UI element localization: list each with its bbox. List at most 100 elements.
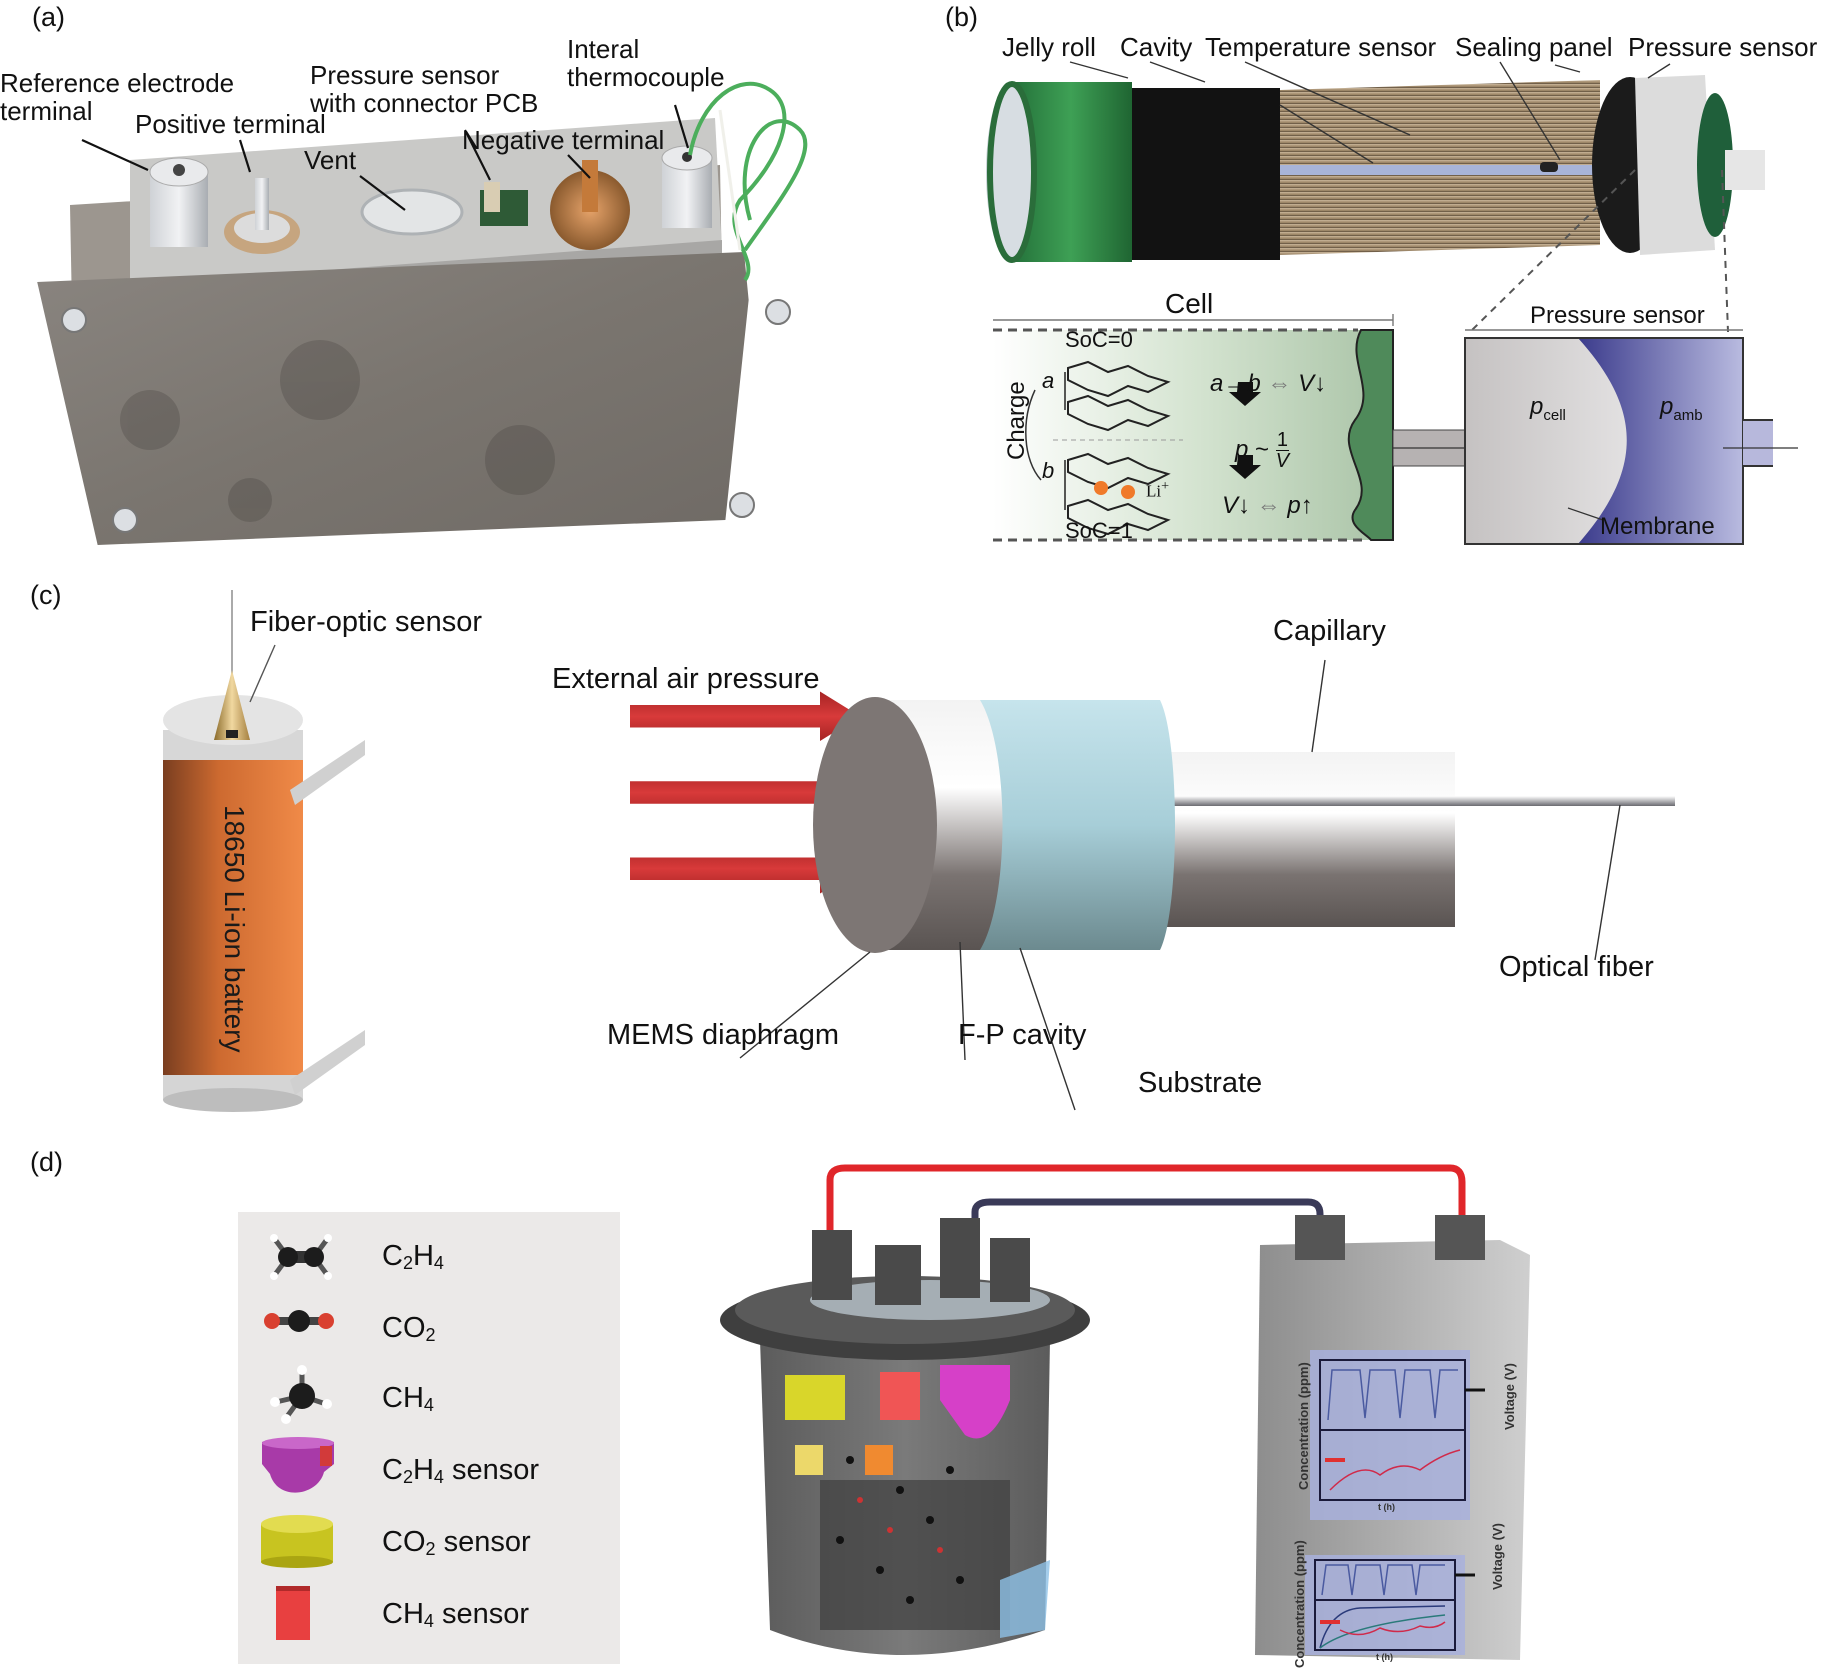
panel-c-label: (c) [30,580,62,610]
p-cell-label: pcell [1530,393,1566,424]
fiber-optic-cone [214,670,250,740]
gas-sensing-battery-render [720,1164,1530,1660]
legend-item: C2H4 [238,1220,620,1292]
callout-temperature-sensor: Temperature sensor [1205,32,1437,62]
red-wire [826,1164,1466,1240]
c2h4-sensor-in-can [940,1365,1010,1439]
capillary [1165,752,1455,927]
panel-b-cell-render [986,61,1765,333]
legend-item: CH4 sensor [238,1578,620,1650]
callout-sealing-panel: Sealing panel [1455,32,1613,62]
callout-vent: Vent [304,145,357,175]
chart-bottom-xlabel: t (h) [1376,1652,1393,1662]
legend-item: CO2 sensor [238,1506,620,1578]
mems-diaphragm-label: MEMS diaphragm [607,1019,840,1051]
panel-d-label: (d) [30,1147,63,1177]
ch4-sensor-icon [276,1586,310,1640]
p-amb-label: pamb [1660,393,1703,424]
chart-top-ylabel-left: Concentration (ppm) [1296,1362,1311,1490]
spacing-a-label: a [1042,368,1055,393]
chart-bottom-ylabel-right: Voltage (V) [1490,1523,1505,1590]
callout-jelly-roll: Jelly roll [1002,32,1096,62]
fp-sensor-render [630,659,1675,1111]
bolts [61,299,791,533]
cell-diagram [993,314,1394,542]
internal-thermocouple [661,145,713,228]
legend-label-ch4: CH4 [382,1382,434,1415]
callout-pressure-sensor-line2: with connector PCB [310,88,539,118]
pressure-sensor-diagram [1392,329,1798,545]
legend-label-co2-sensor: CO2 sensor [382,1526,531,1559]
methane-molecule-icon [270,1365,332,1424]
ch4-sensor-in-can [880,1372,920,1420]
fiber-optic-sensor-label: Fiber-optic sensor [250,606,483,638]
equation-1: a→b ⇔ V↓ [1210,370,1327,397]
zoom-lines [1469,169,1729,333]
graphite-layers [1067,360,1171,536]
legend-label-c2h4: C2H4 [382,1240,444,1273]
pressure-arrows [630,691,860,894]
co2-molecule-icon [264,1310,334,1332]
positive-terminal [224,178,300,254]
chart-top-ylabel-right: Voltage (V) [1502,1363,1517,1430]
panel-b-label: (b) [945,2,978,32]
front-plate [37,252,749,545]
soc0-label: SoC=0 [1065,327,1133,352]
cavity-channel [1280,165,1600,175]
equation-3: V↓ ⇔ p↑ [1222,492,1313,519]
c2h4-sensor-icon [262,1437,334,1493]
panel-a-label: (a) [32,2,65,32]
substrate-label: Substrate [1138,1067,1263,1099]
optical-fiber-label: Optical fiber [1499,951,1654,983]
spacing-b-label: b [1042,458,1055,483]
battery-label: 18650 Li-ion battery [219,805,250,1053]
reference-electrode-terminal [149,157,209,247]
chart-bottom-ylabel-left: Concentration (ppm) [1292,1540,1307,1668]
optical-fiber [1165,796,1675,806]
callout-lines-a [81,104,690,211]
external-air-pressure-label: External air pressure [552,663,820,695]
pressure-sensor-box-title: Pressure sensor [1530,302,1705,329]
li-ion [1094,481,1108,495]
monitor-chart-bottom [1305,1555,1475,1655]
mems-diaphragm [813,697,937,953]
cell-wall [1347,329,1394,541]
callout-reference-electrode-line1: Reference electrode [0,68,235,98]
monitor-chart-top [1310,1350,1485,1520]
callout-positive-terminal: Positive terminal [135,109,326,139]
pressure-sensor-ring [1635,75,1715,255]
soc1-label: SoC=1 [1065,518,1133,543]
legend-item: C2H4 sensor [238,1434,620,1506]
legend-label-co2: CO2 [382,1312,436,1345]
negative-terminal [550,160,630,250]
black-sleeve [1130,88,1280,260]
callout-leaders-b [1069,61,1671,164]
fp-cavity-label: F-P cavity [958,1019,1087,1051]
legend-label-ch4-sensor: CH4 sensor [382,1598,530,1631]
callout-negative-terminal: Negative terminal [462,125,665,155]
legend-item: CH4 [238,1362,620,1434]
co2-sensor-icon [261,1515,333,1568]
legend-item: CO2 [238,1292,620,1364]
callout-pressure-sensor-b: Pressure sensor [1628,32,1818,62]
co2-sensor-in-can [785,1375,845,1420]
callout-pressure-sensor-line1: Pressure sensor [310,60,500,90]
blue-wire [971,1198,1324,1245]
li-ion [1121,485,1135,499]
capillary-label: Capillary [1273,615,1386,647]
vent [360,188,464,236]
charge-label: Charge [1003,381,1030,460]
callout-thermocouple-line1: Interal [567,34,640,64]
battery-18650 [163,590,365,1112]
membrane-label: Membrane [1600,513,1715,540]
legend-label-c2h4-sensor: C2H4 sensor [382,1454,540,1487]
equation-2: p ~ 1 V [1235,429,1290,472]
callout-cavity: Cavity [1120,32,1193,62]
callout-reference-electrode-line2: terminal [0,96,93,126]
substrate [970,700,1175,950]
li-ion-label: Li+ [1146,478,1170,501]
pressure-sensor-pcb [480,182,528,226]
temperature-sensor [1540,162,1558,172]
cell-title: Cell [1165,288,1214,319]
callout-thermocouple-line2: thermocouple [567,62,725,92]
